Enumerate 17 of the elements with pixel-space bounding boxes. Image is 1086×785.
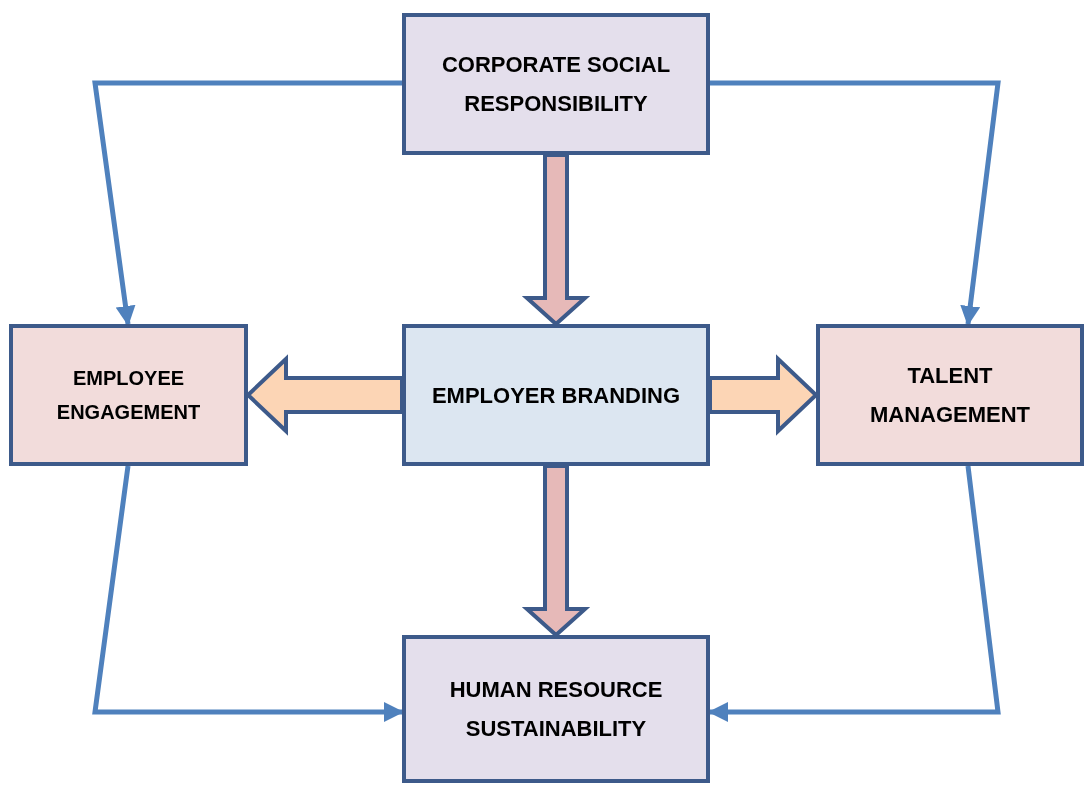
process-box [402,13,710,155]
block-arrow [521,153,591,327]
arrow [710,80,1001,326]
box-label: CORPORATE SOCIAL RESPONSIBILITY [440,51,672,118]
box-label: EMPLOYER BRANDING [431,381,681,410]
box-label: EMPLOYEE ENGAGEMENT [55,366,202,425]
process-box [816,324,1084,466]
box-label: TALENT MANAGEMENT [868,362,1032,429]
block-arrow [521,464,591,638]
arrow [92,465,404,722]
process-box [9,324,248,466]
arrow [92,80,402,326]
block-arrow [245,354,404,436]
process-box [402,635,710,783]
process-box [402,324,710,466]
box-label: HUMAN RESOURCE SUSTAINABILITY [448,676,664,743]
block-arrow [708,354,819,436]
